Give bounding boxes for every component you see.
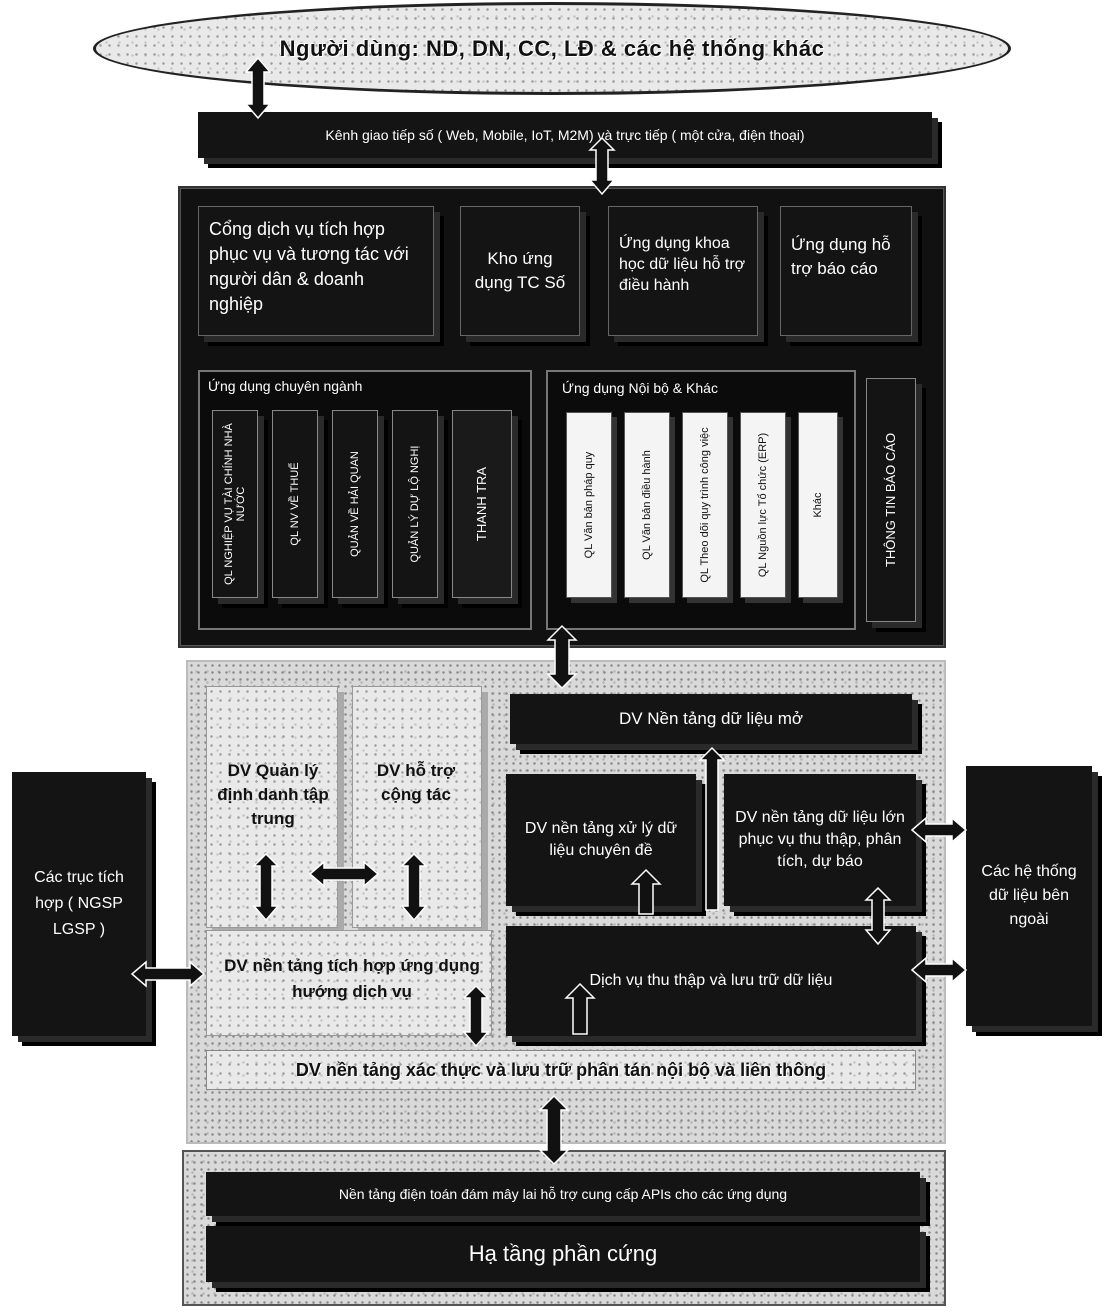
special-data-box: DV nền tảng xử lý dữ liệu chuyên đề xyxy=(506,774,696,906)
integration-axes-box: Các trục tích hợp ( NGSP LGSP ) xyxy=(12,772,146,1036)
collab-label: DV hỗ trợ cộng tác xyxy=(376,761,456,804)
internal-item-label: QL Nguồn lực Tổ chức (ERP) xyxy=(757,432,769,578)
users-label: Người dùng: ND, DN, CC, LĐ & các hệ thốn… xyxy=(279,35,825,61)
cloud-box: Nền tảng điện toán đám mây lai hỗ trợ cu… xyxy=(206,1172,920,1216)
specialized-item-label: QUẢN VỀ HẢI QUAN xyxy=(349,451,361,557)
specialized-item: QUẢN LÝ DỰ LỘ NGHỊ xyxy=(392,410,438,598)
specialized-item-label: QL NGHIỆP VỤ TÀI CHÍNH NHÀ NƯỚC xyxy=(223,423,247,585)
specialized-title: Ứng dụng chuyên ngành xyxy=(208,378,363,394)
portal-box: Cổng dịch vụ tích hợp phục vụ và tương t… xyxy=(198,206,434,336)
soa-label: DV nền tảng tích hợp ứng dụng hướng dịch… xyxy=(224,956,480,1001)
special-data-label: DV nền tảng xử lý dữ liệu chuyên đề xyxy=(524,820,678,859)
specialized-item: THANH TRA xyxy=(452,410,512,598)
internal-item: QL Nguồn lực Tổ chức (ERP) xyxy=(740,412,786,598)
open-data-label: DV Nền tảng dữ liệu mở xyxy=(618,709,804,728)
data-science-label: Ứng dụng khoa học dữ liệu hỗ trợ điều hà… xyxy=(619,235,746,294)
identity-label: DV Quản lý định danh tập trung xyxy=(217,761,329,828)
users-ellipse: Người dùng: ND, DN, CC, LĐ & các hệ thốn… xyxy=(93,2,1011,95)
app-store-box: Kho ứng dụng TC Số xyxy=(460,206,580,336)
specialized-item: QL NGHIỆP VỤ TÀI CHÍNH NHÀ NƯỚC xyxy=(212,410,258,598)
specialized-item-label: THANH TRA xyxy=(474,466,489,542)
app-store-label: Kho ứng dụng TC Số xyxy=(474,249,566,292)
internal-item-label: Khác xyxy=(812,492,824,518)
collect-box: Dịch vụ thu thập và lưu trữ dữ liệu xyxy=(506,926,916,1036)
auth-box: DV nền tảng xác thực và lưu trữ phân tán… xyxy=(206,1050,916,1090)
collect-label: Dịch vụ thu thập và lưu trữ dữ liệu xyxy=(589,972,833,989)
hardware-label: Hạ tầng phần cứng xyxy=(468,1241,658,1266)
specialized-item: QL NV VỀ THUẾ xyxy=(272,410,318,598)
internal-item: Khác xyxy=(798,412,838,598)
collab-box: DV hỗ trợ cộng tác xyxy=(352,686,482,928)
identity-box: DV Quản lý định danh tập trung xyxy=(206,686,338,928)
soa-box: DV nền tảng tích hợp ứng dụng hướng dịch… xyxy=(206,930,492,1036)
cloud-label: Nền tảng điện toán đám mây lai hỗ trợ cu… xyxy=(338,1186,788,1202)
open-data-box: DV Nền tảng dữ liệu mở xyxy=(510,694,912,744)
internal-item-label: QL Văn bản điều hành xyxy=(641,450,653,560)
external-data-label: Các hệ thống dữ liệu bên ngoài xyxy=(981,863,1077,928)
portal-label: Cổng dịch vụ tích hợp phục vụ và tương t… xyxy=(209,219,409,314)
channel-bar: Kênh giao tiếp số ( Web, Mobile, IoT, M2… xyxy=(198,112,932,158)
big-data-label: DV nền tảng dữ liệu lớn phục vụ thu thập… xyxy=(735,809,905,870)
specialized-item-label: QL NV VỀ THUẾ xyxy=(289,462,301,546)
specialized-item-label: QUẢN LÝ DỰ LỘ NGHỊ xyxy=(409,445,421,563)
big-data-box: DV nền tảng dữ liệu lớn phục vụ thu thập… xyxy=(724,774,916,906)
internal-item-label: QL Văn bản pháp quy xyxy=(583,451,595,559)
internal-item: QL Theo dõi quy trình công việc xyxy=(682,412,728,598)
external-data-box: Các hệ thống dữ liệu bên ngoài xyxy=(966,766,1092,1026)
report-app-label: Ứng dụng hỗ trợ báo cáo xyxy=(791,235,891,278)
auth-label: DV nền tảng xác thực và lưu trữ phân tán… xyxy=(295,1059,827,1080)
internal-title: Ứng dụng Nội bộ & Khác xyxy=(562,380,718,396)
internal-item: QL Văn bản pháp quy xyxy=(566,412,612,598)
data-science-box: Ứng dụng khoa học dữ liệu hỗ trợ điều hà… xyxy=(608,206,758,336)
channel-label: Kênh giao tiếp số ( Web, Mobile, IoT, M2… xyxy=(325,127,805,143)
internal-item: QL Văn bản điều hành xyxy=(624,412,670,598)
report-info-box: THÔNG TIN BÁO CÁO xyxy=(866,378,916,622)
integration-axes-label: Các trục tích hợp ( NGSP LGSP ) xyxy=(34,869,124,938)
specialized-item: QUẢN VỀ HẢI QUAN xyxy=(332,410,378,598)
report-info-label: THÔNG TIN BÁO CÁO xyxy=(883,432,898,568)
internal-item-label: QL Theo dõi quy trình công việc xyxy=(699,427,711,583)
hardware-box: Hạ tầng phần cứng xyxy=(206,1226,920,1282)
report-app-box: Ứng dụng hỗ trợ báo cáo xyxy=(780,206,912,336)
